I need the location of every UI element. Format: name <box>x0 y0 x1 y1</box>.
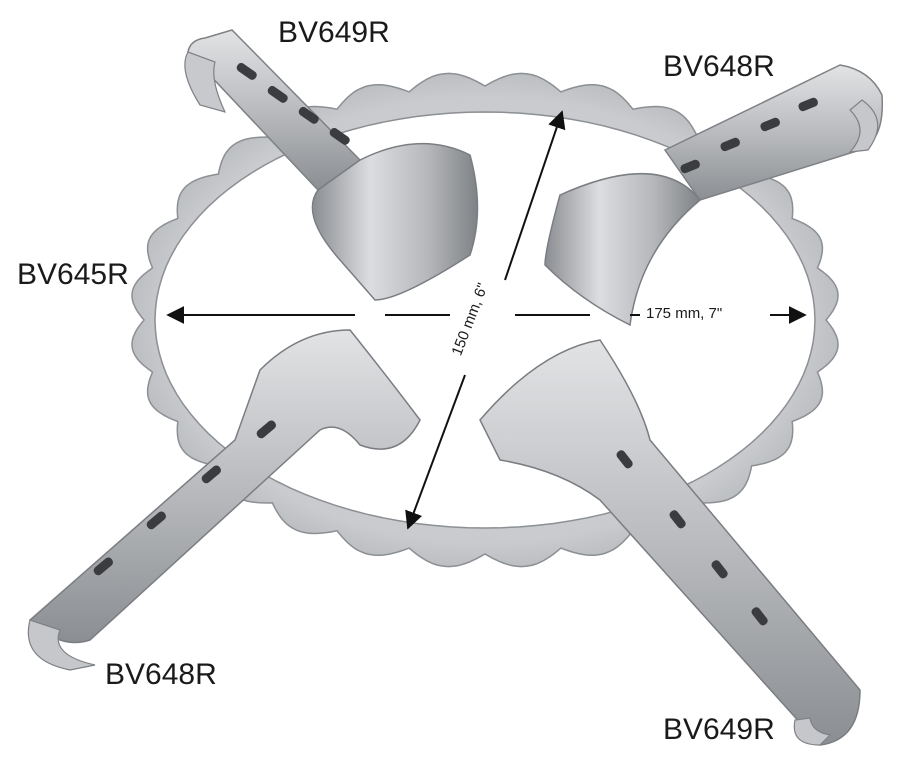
label-bottom-right-blade: BV649R <box>663 713 775 746</box>
dimension-arrows <box>166 110 807 530</box>
blade-bottom-left <box>27 329 421 671</box>
blade-bottom-right <box>479 339 861 746</box>
blade-top-right <box>544 64 884 327</box>
label-ring-frame: BV645R <box>17 258 129 291</box>
blade-top-left <box>184 29 479 301</box>
label-top-right-blade: BV648R <box>663 50 775 83</box>
dimension-width-label: 175 mm, 7" <box>646 305 723 322</box>
label-top-left-blade: BV649R <box>278 16 390 49</box>
label-bottom-left-blade: BV648R <box>105 658 217 691</box>
